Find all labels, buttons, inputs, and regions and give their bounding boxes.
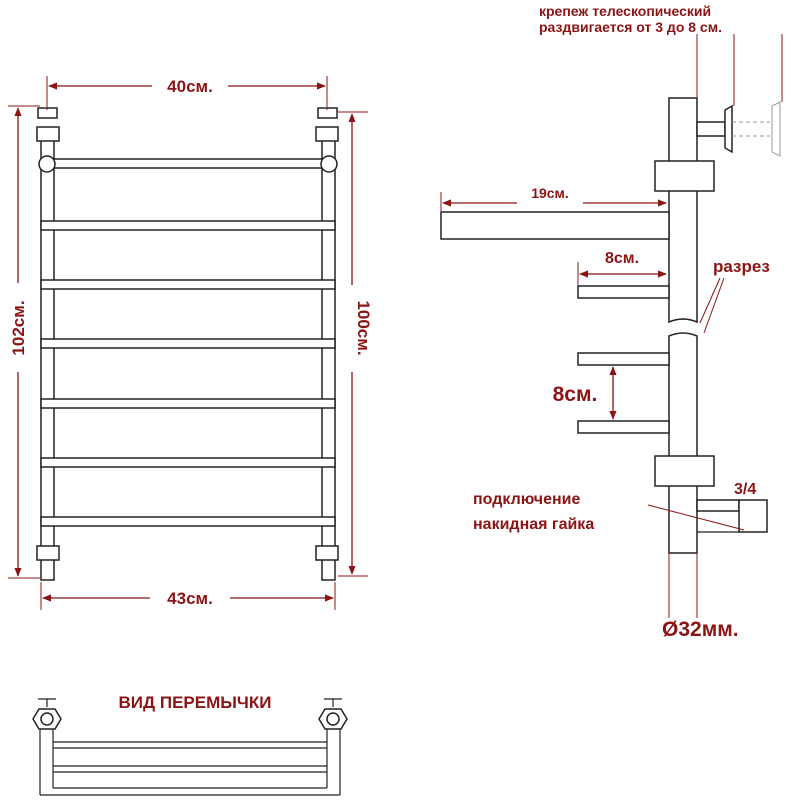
right-post: [321, 127, 336, 581]
height-right-label: 100см.: [354, 300, 373, 355]
crossbar: [40, 220, 336, 231]
connection-label-line1: подключение: [473, 491, 580, 508]
lower-post-segment: [668, 332, 698, 554]
thread-label: 3/4: [734, 481, 756, 498]
diameter-label: Ø32мм.: [662, 618, 739, 641]
left-post: [40, 127, 55, 581]
front-view: 40см. 43см. 102см. 100см.: [8, 76, 373, 610]
right-top-joint: [320, 155, 338, 173]
left-nut-hole: [40, 712, 54, 726]
right-top-nut: [315, 126, 339, 142]
union-nut: [738, 499, 768, 533]
crossbar: [40, 398, 336, 409]
crossbar: [40, 516, 336, 527]
leader-line: [699, 277, 721, 324]
jumper-view: ВИД ПЕРЕМЫЧКИ: [32, 693, 348, 796]
section-break: [668, 318, 698, 323]
width-top-label: 40см.: [167, 77, 213, 96]
side-view: крепеж телескопический раздвигается от 3…: [440, 3, 783, 641]
crossbar: [40, 457, 336, 468]
upper-nut: [654, 160, 715, 192]
mount-rod: [696, 121, 726, 137]
right-nut-hole: [326, 712, 340, 726]
spacing-label: 8см.: [553, 383, 598, 406]
top-round-bar-side: [440, 211, 670, 240]
left-bottom-nut: [36, 545, 60, 561]
crossbar: [40, 279, 336, 290]
bar-depth-label: 8см.: [605, 250, 639, 267]
mount-flange-extended: [771, 101, 781, 157]
left-top-joint: [38, 155, 56, 173]
top-round-bar: [53, 158, 323, 169]
crossbar-side: [577, 420, 670, 434]
crossbar-side: [577, 285, 670, 299]
width-bottom-label: 43см.: [167, 589, 213, 608]
jumper-view-label: ВИД ПЕРЕМЫЧКИ: [119, 693, 272, 712]
connection-pipe: [696, 499, 740, 512]
section-label: разрез: [713, 257, 770, 276]
crossbar: [40, 338, 336, 349]
mount-label-line2: раздвигается от 3 до 8 см.: [539, 19, 722, 35]
mount-label-line1: крепеж телескопический: [539, 3, 711, 19]
connection-label-line2: накидная гайка: [473, 516, 594, 533]
crossbar-side: [577, 352, 670, 366]
leader-line: [703, 277, 725, 334]
upper-post-segment: [668, 97, 698, 324]
height-left-label: 102см.: [9, 300, 28, 355]
depth-top-label: 19см.: [531, 185, 569, 201]
mount-flange: [724, 104, 733, 154]
leader-line: [647, 504, 745, 531]
left-top-nut: [36, 126, 60, 142]
lower-nut: [654, 455, 715, 487]
right-bottom-nut: [315, 545, 339, 561]
